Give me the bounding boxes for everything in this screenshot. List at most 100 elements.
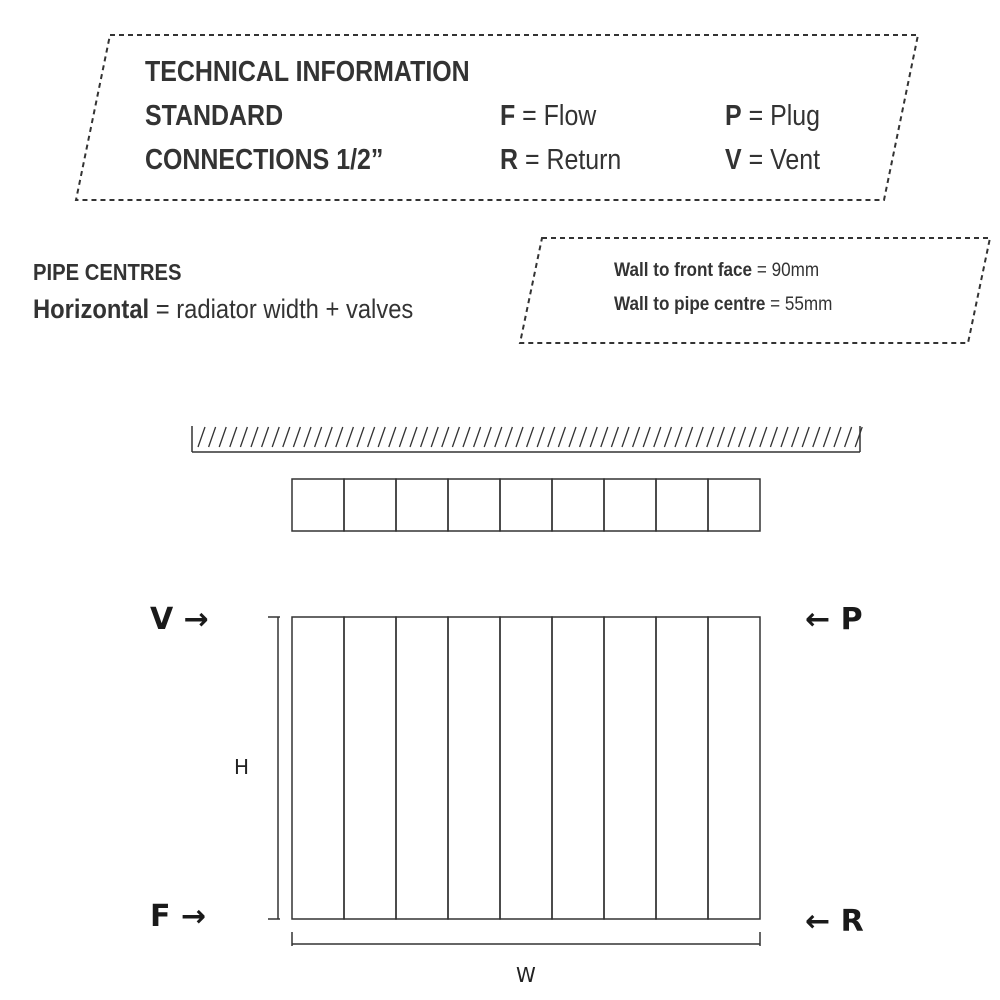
technical-info-box	[74, 34, 920, 201]
wall-pipe-value: = 55mm	[770, 294, 833, 315]
front-view-column	[603, 616, 657, 920]
hatch-stroke	[610, 426, 620, 448]
hatch-stroke	[409, 426, 418, 448]
legend-return-text: = Return	[524, 144, 622, 176]
hatch-stroke	[313, 426, 323, 448]
technical-info-title: TECHNICAL INFORMATION	[145, 56, 470, 88]
legend-flow: F = Flow	[500, 100, 596, 133]
hatch-stroke	[663, 426, 673, 448]
front-view-column	[707, 616, 761, 920]
hatch-stroke	[706, 426, 715, 448]
front-view-column	[655, 616, 709, 920]
hatch-stroke	[547, 426, 556, 448]
legend-vent: V = Vent	[725, 144, 820, 177]
radiator-top-view	[291, 478, 761, 532]
hatch-stroke	[504, 426, 514, 448]
hatch-stroke	[472, 426, 482, 448]
hatch-stroke	[843, 426, 853, 448]
hatch-stroke	[578, 426, 588, 448]
hatch-stroke	[674, 426, 683, 448]
hatch-stroke	[653, 426, 662, 448]
top-view-column	[291, 478, 345, 532]
top-view-column	[655, 478, 709, 532]
top-view-column	[447, 478, 501, 532]
front-view-column	[551, 616, 605, 920]
hatch-stroke	[388, 426, 397, 448]
legend-flow-text: = Flow	[522, 100, 597, 132]
front-view-column	[499, 616, 553, 920]
wall-to-front-face: Wall to front face = 90mm	[614, 260, 819, 282]
flow-label: F →	[150, 899, 207, 934]
pipe-centres-horizontal: Horizontal = radiator width + valves	[33, 294, 413, 325]
hatch-stroke	[218, 426, 227, 448]
hatch-stroke	[282, 426, 291, 448]
plug-label: ← P	[805, 602, 863, 637]
front-view-column	[343, 616, 397, 920]
hatch-stroke	[684, 426, 694, 448]
front-view-column	[395, 616, 449, 920]
wall-front-value: = 90mm	[756, 260, 820, 281]
hatch-stroke	[377, 426, 386, 448]
hatch-stroke	[621, 426, 630, 448]
hatch-stroke	[292, 426, 302, 448]
hatch-stroke	[303, 426, 312, 448]
height-dimension	[268, 616, 280, 920]
hatch-stroke	[822, 426, 832, 448]
standard-label: STANDARD	[145, 100, 284, 132]
hatch-stroke	[833, 426, 842, 448]
pipe-centres-title: PIPE CENTRES	[33, 259, 182, 285]
horizontal-text: = radiator width + valves	[155, 294, 414, 324]
legend-vent-key: V	[725, 144, 742, 176]
hatch-stroke	[536, 426, 545, 448]
hatch-stroke	[854, 426, 863, 448]
hatch-stroke	[271, 426, 280, 448]
hatch-stroke	[515, 426, 524, 448]
hatch-stroke	[642, 426, 651, 448]
hatch-stroke	[419, 426, 429, 448]
legend-vent-text: = Vent	[748, 144, 821, 176]
hatch-stroke	[324, 426, 333, 448]
width-label: W	[516, 963, 536, 987]
hatch-stroke	[250, 426, 259, 448]
hatch-stroke	[345, 426, 355, 448]
wall-line	[191, 426, 863, 453]
radiator-front-view	[291, 616, 761, 920]
hatch-stroke	[759, 426, 768, 448]
front-view-column	[447, 616, 501, 920]
hatch-stroke	[748, 426, 757, 448]
hatch-stroke	[780, 426, 789, 448]
hatch-stroke	[451, 426, 461, 448]
wall-hatching	[197, 426, 863, 448]
top-view-column	[603, 478, 657, 532]
hatch-stroke	[366, 426, 376, 448]
vent-label: V →	[150, 602, 209, 637]
hatch-stroke	[494, 426, 503, 448]
top-view-column	[343, 478, 397, 532]
legend-return-key: R	[500, 144, 519, 176]
legend-plug-key: P	[725, 100, 742, 132]
horizontal-key: Horizontal	[33, 294, 150, 324]
hatch-stroke	[716, 426, 726, 448]
top-view-column	[395, 478, 449, 532]
hatch-stroke	[260, 426, 270, 448]
hatch-stroke	[441, 426, 450, 448]
wall-front-key: Wall to front face	[614, 260, 753, 281]
hatch-stroke	[600, 426, 609, 448]
hatch-stroke	[790, 426, 800, 448]
hatch-stroke	[398, 426, 408, 448]
height-label: H	[234, 755, 250, 779]
top-view-column	[707, 478, 761, 532]
hatch-stroke	[483, 426, 492, 448]
hatch-stroke	[197, 426, 206, 448]
hatch-stroke	[207, 426, 217, 448]
hatch-stroke	[239, 426, 249, 448]
legend-plug: P = Plug	[725, 100, 820, 133]
hatch-stroke	[335, 426, 344, 448]
legend-plug-text: = Plug	[748, 100, 820, 132]
hatch-stroke	[430, 426, 439, 448]
hatch-stroke	[695, 426, 704, 448]
wall-to-pipe-centre: Wall to pipe centre = 55mm	[614, 294, 832, 316]
top-view-column	[551, 478, 605, 532]
hatch-stroke	[769, 426, 779, 448]
